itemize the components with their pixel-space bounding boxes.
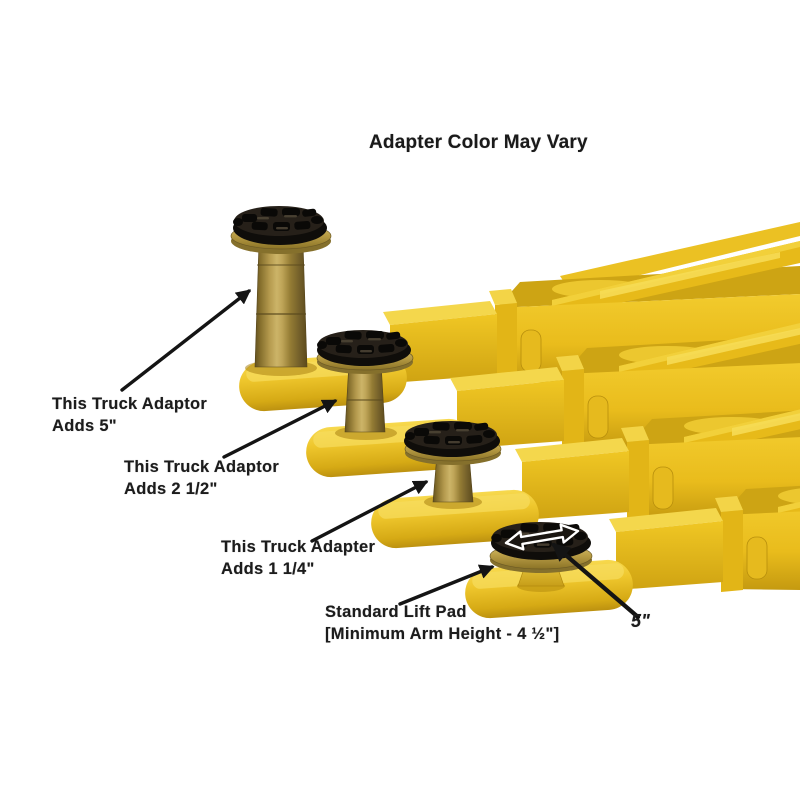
callout-adapter-5in: This Truck Adaptor Adds 5" bbox=[52, 393, 207, 437]
callout-arrows bbox=[120, 289, 641, 620]
callout-adapter-1-25in: This Truck Adapter Adds 1 1/4" bbox=[221, 536, 375, 580]
arrow-to-2-5in-adapter-icon bbox=[222, 399, 338, 459]
truck-adapter-1-25in bbox=[404, 421, 502, 509]
callout-standard-pad-line1: Standard Lift Pad bbox=[325, 603, 467, 621]
truck-adapter-5in bbox=[230, 206, 332, 376]
callout-standard-pad: Standard Lift Pad [Minimum Arm Height - … bbox=[325, 601, 559, 645]
callout-adapter-5in-line1: This Truck Adaptor bbox=[52, 395, 208, 413]
callout-adapter-5in-line2: Adds 5" bbox=[52, 417, 117, 436]
callout-adapter-2-5in-line1: This Truck Adaptor bbox=[124, 458, 280, 476]
figure-title: Adapter Color May Vary bbox=[369, 132, 588, 153]
truck-adapter-2-5in bbox=[316, 330, 414, 440]
arrow-to-5in-adapter-icon bbox=[120, 289, 252, 392]
rear-lift-arm-strap bbox=[560, 222, 800, 294]
callout-adapter-1-25in-line2: Adds 1 1/4" bbox=[221, 560, 315, 579]
callout-adapter-1-25in-line1: This Truck Adapter bbox=[221, 538, 376, 556]
callout-adapter-2-5in-line2: Adds 2 1/2" bbox=[124, 480, 218, 499]
callout-standard-pad-line2: [Minimum Arm Height - 4 ½"] bbox=[325, 625, 560, 644]
arrow-to-standard-pad-icon bbox=[398, 564, 495, 606]
arrow-to-1-25in-adapter-icon bbox=[310, 480, 429, 543]
pad-diameter-label: 5" bbox=[631, 611, 651, 631]
pad-width-arrow-icon bbox=[504, 523, 580, 551]
callout-adapter-2-5in: This Truck Adaptor Adds 2 1/2" bbox=[124, 456, 279, 500]
arrow-from-5in-dimension-icon bbox=[551, 542, 641, 620]
